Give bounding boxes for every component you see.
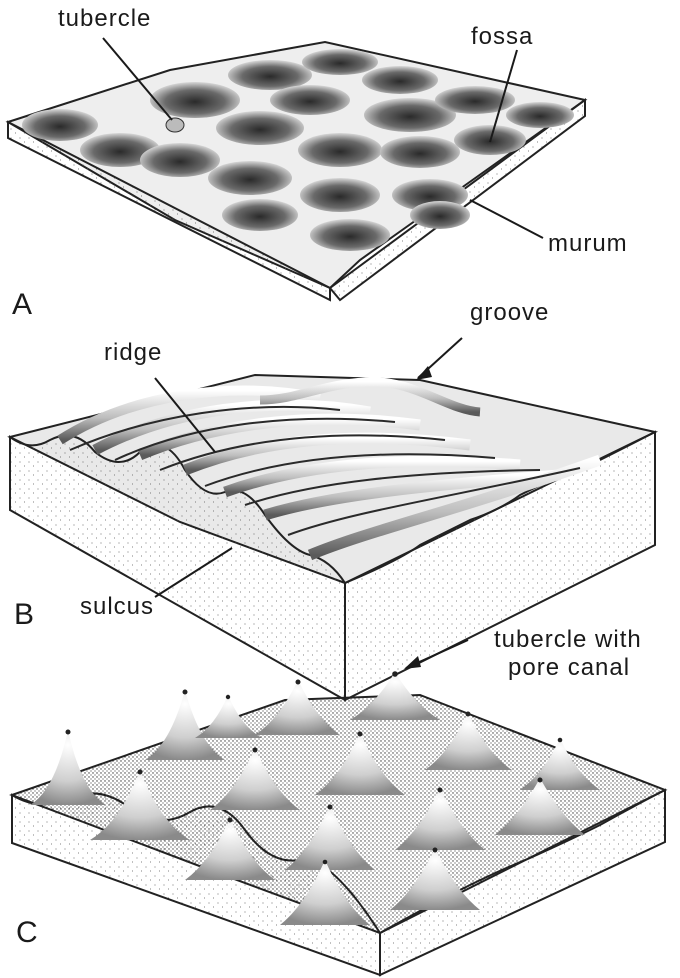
- panel-letter-b: B: [14, 600, 34, 630]
- panel-letter-a: A: [12, 290, 32, 320]
- label-groove: groove: [470, 300, 549, 326]
- pore-canal: [296, 680, 301, 685]
- label-tubercle-with-pore-canal-line2: pore canal: [508, 655, 630, 681]
- pore-canal: [228, 818, 233, 823]
- pore-canal: [66, 730, 71, 735]
- pore-canal: [328, 805, 333, 810]
- label-murum: murum: [548, 231, 628, 257]
- pore-canal: [438, 788, 443, 793]
- pore-canal: [433, 848, 438, 853]
- panel-letter-c: C: [16, 918, 38, 948]
- pore-canal: [538, 778, 543, 783]
- label-fossa: fossa: [471, 24, 533, 50]
- pore-canal: [392, 671, 398, 677]
- pore-canal: [558, 738, 563, 743]
- label-tubercle-a: tubercle: [58, 6, 151, 32]
- murum-leader: [470, 200, 543, 238]
- pore-canal: [183, 690, 188, 695]
- panel-a-block: [8, 42, 585, 300]
- pore-canal: [358, 732, 363, 737]
- label-ridge: ridge: [104, 340, 162, 366]
- panel-c-block: [12, 671, 665, 975]
- label-tubercle-with-pore-canal-line1: tubercle with: [494, 627, 642, 653]
- label-sulcus: sulcus: [80, 594, 154, 620]
- pore-canal: [253, 748, 258, 753]
- pore-canal: [466, 712, 471, 717]
- pore-canal: [323, 860, 328, 865]
- pore-canal: [138, 770, 143, 775]
- pore-canal: [226, 695, 230, 699]
- tubercle-a: [166, 118, 184, 132]
